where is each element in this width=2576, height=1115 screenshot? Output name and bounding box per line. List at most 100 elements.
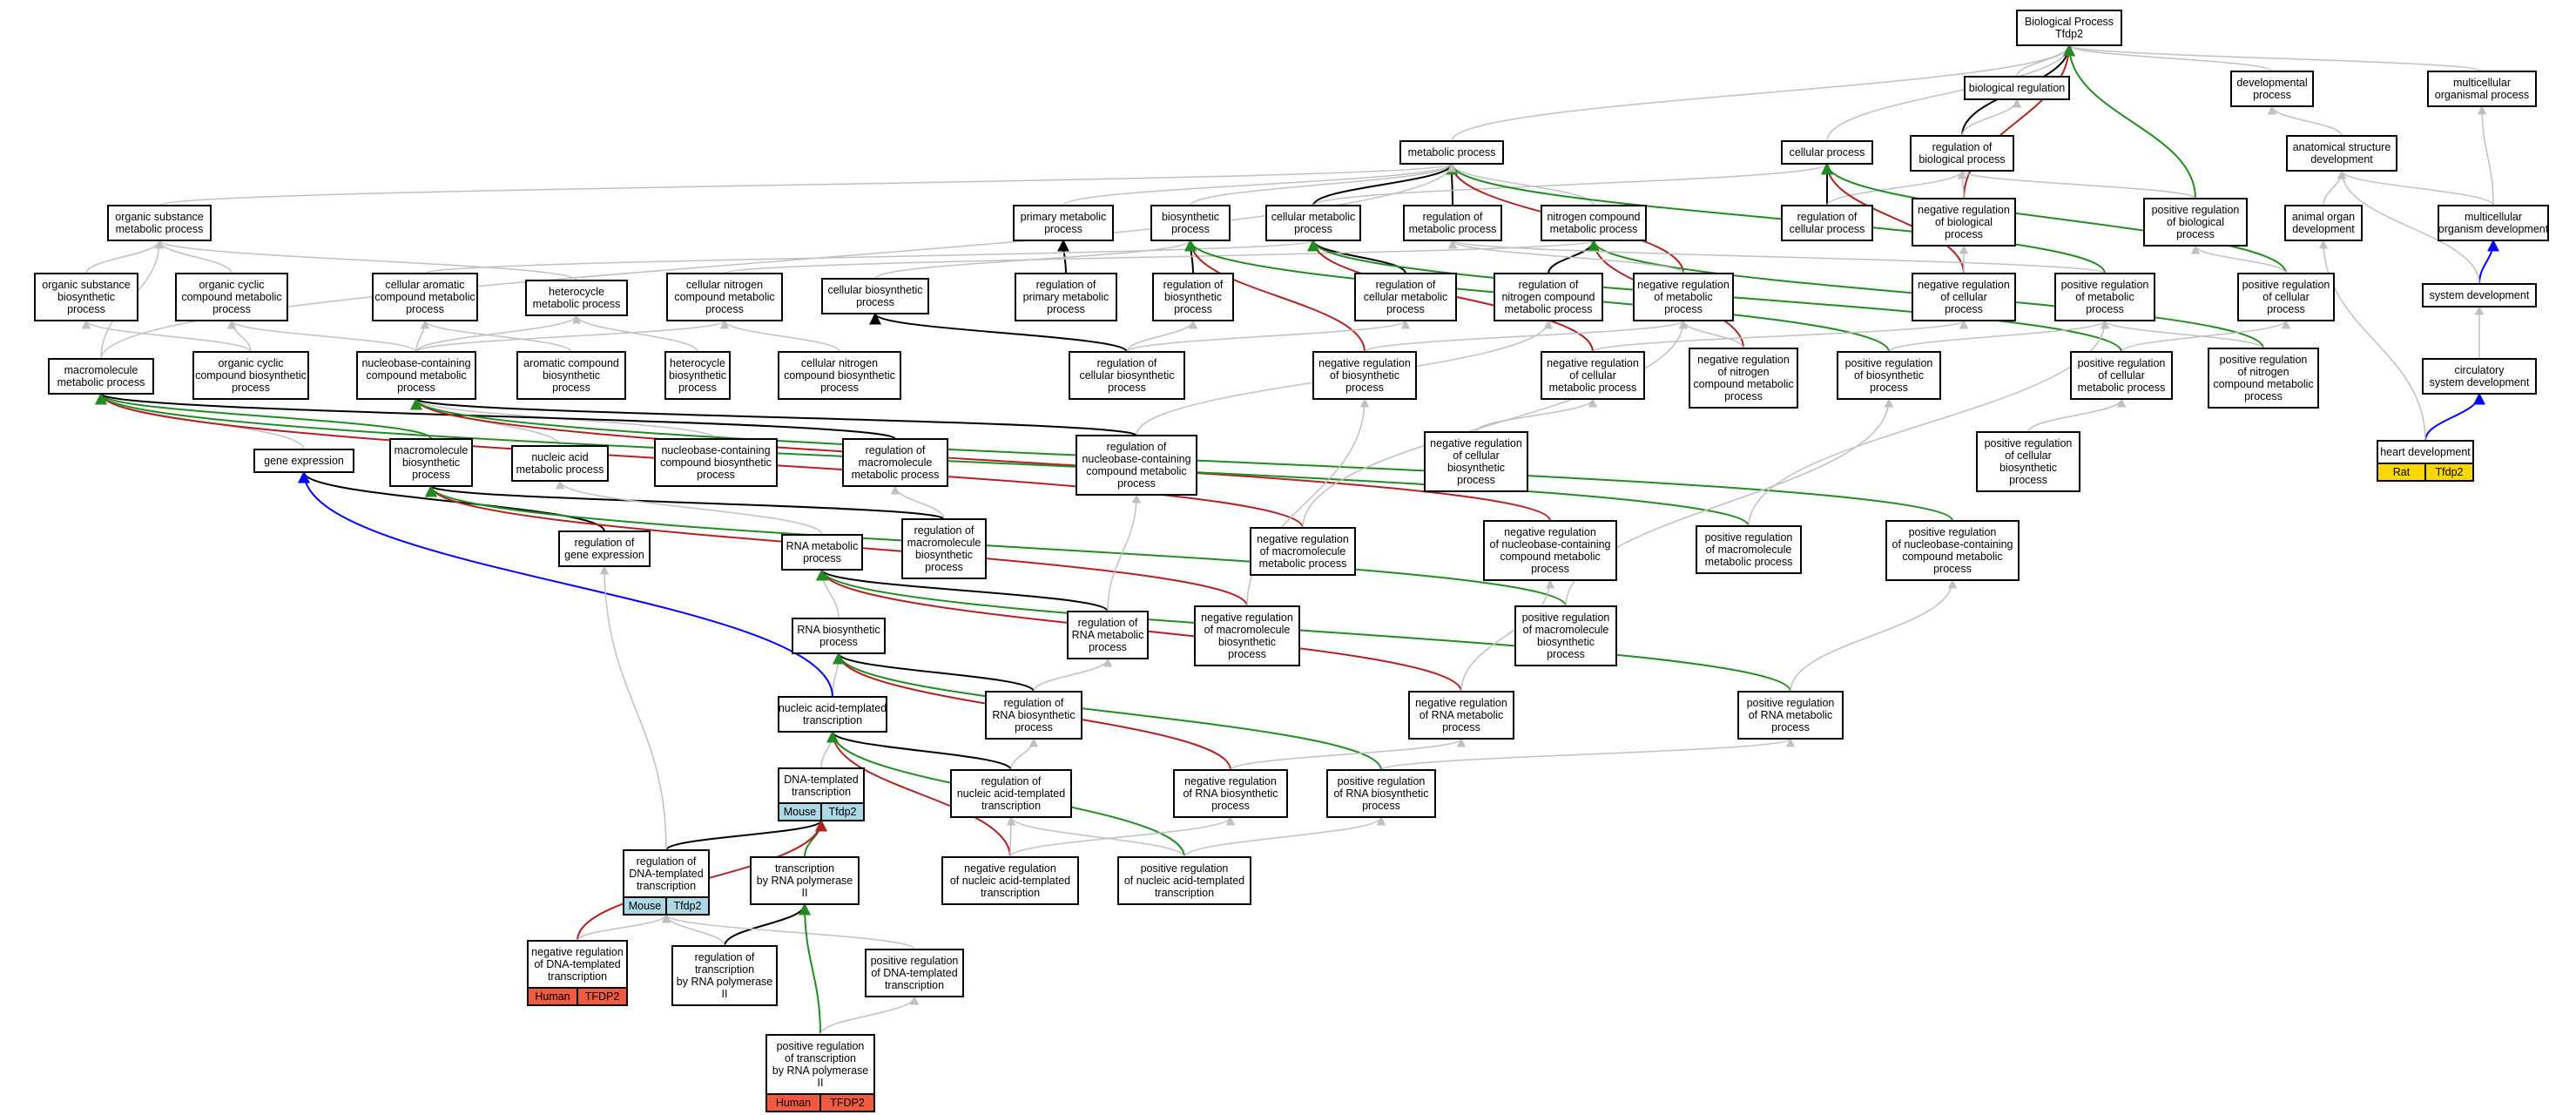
annotation-species: Mouse	[784, 806, 817, 818]
go-term-node-bioreg[interactable]: biological regulation	[1964, 76, 2070, 100]
node-label-line: development	[2292, 223, 2355, 235]
node-label-line: positive regulation	[2242, 279, 2330, 291]
go-term-node-cellproc[interactable]: cellular process	[1781, 140, 1873, 165]
annotation-species: Human	[776, 1097, 811, 1109]
go-term-node-metab[interactable]: metabolic process	[1399, 140, 1504, 165]
go-term-node-geneexp[interactable]: gene expression	[253, 449, 354, 473]
edge-cellarom-to-cellmet	[424, 239, 1318, 274]
node-label-line: system development	[2430, 376, 2530, 389]
go-term-node-regdna[interactable]: regulation ofDNA-templatedtranscriptionM…	[623, 849, 710, 916]
go-term-node-sysdev[interactable]: system development	[2422, 283, 2537, 307]
node-box	[750, 856, 860, 905]
node-label-line: process	[67, 303, 105, 315]
node-label-line: cellular biosynthetic	[827, 284, 922, 296]
node-label-line: of DNA-templated	[534, 958, 620, 970]
node-label-line: of biosynthetic	[1330, 369, 1399, 382]
go-term-node-regnucmet[interactable]: regulation ofnucleobase-containingcompou…	[1076, 435, 1197, 496]
node-label-line: process	[2009, 474, 2047, 486]
edge-sysdev-to-anatdev	[2337, 169, 2480, 285]
node-label-line: organic substance	[115, 211, 204, 223]
node-label-line: transcription	[548, 970, 607, 983]
node-box	[1483, 520, 1617, 581]
go-term-node-regmacrobio[interactable]: regulation ofmacromoleculebiosyntheticpr…	[901, 518, 987, 579]
